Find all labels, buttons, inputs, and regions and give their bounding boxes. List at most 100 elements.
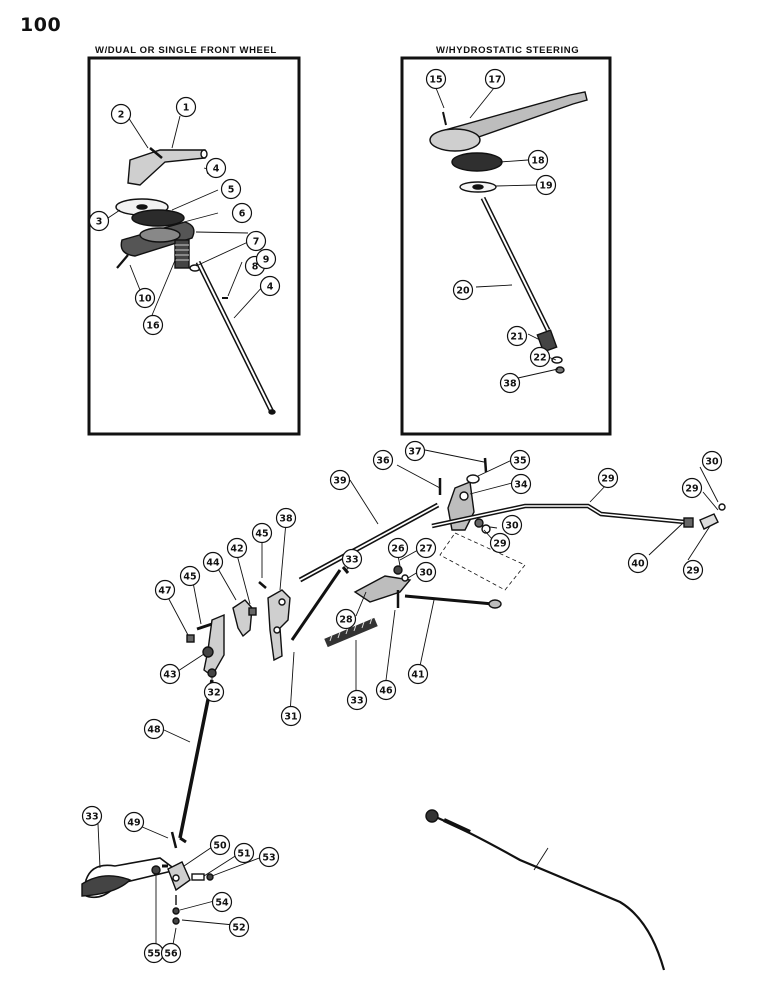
callout-label: 15 (429, 75, 442, 86)
callout-52: 52 (228, 916, 250, 938)
callout-label: 48 (147, 725, 161, 736)
callout-label: 16 (146, 321, 160, 332)
callout-54: 54 (211, 891, 233, 913)
callout-label: 55 (147, 949, 160, 960)
callout-label: 20 (456, 286, 470, 297)
callout-5: 5 (220, 178, 242, 200)
callout-label: 34 (514, 480, 528, 491)
callout-50: 50 (209, 834, 231, 856)
callout-35: 35 (509, 449, 531, 471)
linkage-assembly (81, 457, 726, 971)
callout-label: 28 (339, 615, 353, 626)
callout-label: 33 (345, 555, 358, 566)
callout-label: 22 (533, 353, 546, 364)
callout-label: 51 (237, 849, 250, 860)
callout-label: 29 (686, 566, 699, 577)
callout-label: 9 (263, 255, 270, 266)
callout-label: 56 (164, 949, 178, 960)
callout-label: 46 (379, 686, 393, 697)
page-number: 100 (20, 14, 62, 36)
callout-label: 27 (419, 544, 432, 555)
pin (149, 147, 163, 159)
callout-38: 38 (499, 372, 521, 394)
callout-45: 45 (251, 522, 273, 544)
callout-label: 31 (284, 712, 297, 723)
callout-55: 55 (143, 942, 165, 964)
callout-label: 32 (207, 688, 220, 699)
callout-label: 29 (685, 484, 698, 495)
callout-9: 9 (255, 248, 277, 270)
callout-label: 33 (85, 812, 98, 823)
callout-47: 47 (154, 579, 176, 601)
callout-label: 35 (513, 456, 526, 467)
callout-label: 54 (215, 898, 229, 909)
callout-label: 5 (228, 185, 235, 196)
callout-56: 56 (160, 942, 182, 964)
callout-28: 28 (335, 608, 357, 630)
callout-31: 31 (280, 705, 302, 727)
throttle-cable (437, 816, 666, 971)
callout-label: 52 (232, 923, 245, 934)
callout-43: 43 (159, 663, 181, 685)
hydro-spring (536, 329, 558, 353)
right-panel-parts (429, 91, 588, 374)
callout-label: 3 (96, 217, 103, 228)
callout-34: 34 (510, 473, 532, 495)
callout-label: 4 (213, 164, 220, 175)
friction-disc-hydro (451, 152, 503, 172)
callout-label: 8 (252, 262, 259, 273)
callout-29: 29 (682, 559, 704, 581)
callout-32: 32 (203, 681, 225, 703)
callout-7: 7 (245, 230, 267, 252)
callout-30: 30 (501, 514, 523, 536)
callout-42: 42 (226, 537, 248, 559)
pedal-rod (178, 679, 214, 839)
callout-33: 33 (341, 548, 363, 570)
callout-label: 1 (183, 103, 190, 114)
callout-38: 38 (275, 507, 297, 529)
callout-label: 6 (239, 209, 246, 220)
callout-label: 41 (411, 670, 424, 681)
callout-36: 36 (372, 449, 394, 471)
callout-label: 45 (255, 529, 268, 540)
callout-label: 37 (408, 447, 421, 458)
callout-20: 20 (452, 279, 474, 301)
callout-51: 51 (233, 842, 255, 864)
callout-10: 10 (134, 287, 156, 309)
callout-21: 21 (506, 325, 528, 347)
callout-label: 39 (333, 476, 346, 487)
callout-30: 30 (415, 561, 437, 583)
callout-label: 47 (158, 586, 171, 597)
callout-37: 37 (404, 440, 426, 462)
right-panel-frame (400, 56, 612, 436)
callout-6: 6 (231, 202, 253, 224)
callout-2: 2 (110, 103, 132, 125)
callout-45: 45 (179, 565, 201, 587)
callout-39: 39 (329, 469, 351, 491)
callout-3: 3 (88, 210, 110, 232)
callout-label: 17 (488, 75, 501, 86)
callout-46: 46 (375, 679, 397, 701)
callout-29: 29 (489, 532, 511, 554)
callout-53: 53 (258, 846, 280, 868)
link-rod (404, 594, 494, 606)
callout-27: 27 (415, 537, 437, 559)
callout-26: 26 (387, 537, 409, 559)
spring-rod (290, 569, 342, 641)
lever-hub (429, 128, 481, 152)
callout-33: 33 (346, 689, 368, 711)
callout-label: 45 (183, 572, 196, 583)
callout-40: 40 (627, 552, 649, 574)
callout-label: 38 (503, 379, 517, 390)
callout-label: 50 (213, 841, 227, 852)
callout-label: 49 (127, 818, 140, 829)
callout-33: 33 (81, 805, 103, 827)
callout-label: 53 (262, 853, 275, 864)
callout-4: 4 (259, 275, 281, 297)
callout-label: 30 (419, 568, 433, 579)
callout-label: 43 (163, 670, 176, 681)
callout-15: 15 (425, 68, 447, 90)
callout-label: 44 (206, 558, 220, 569)
callout-label: 42 (230, 544, 243, 555)
